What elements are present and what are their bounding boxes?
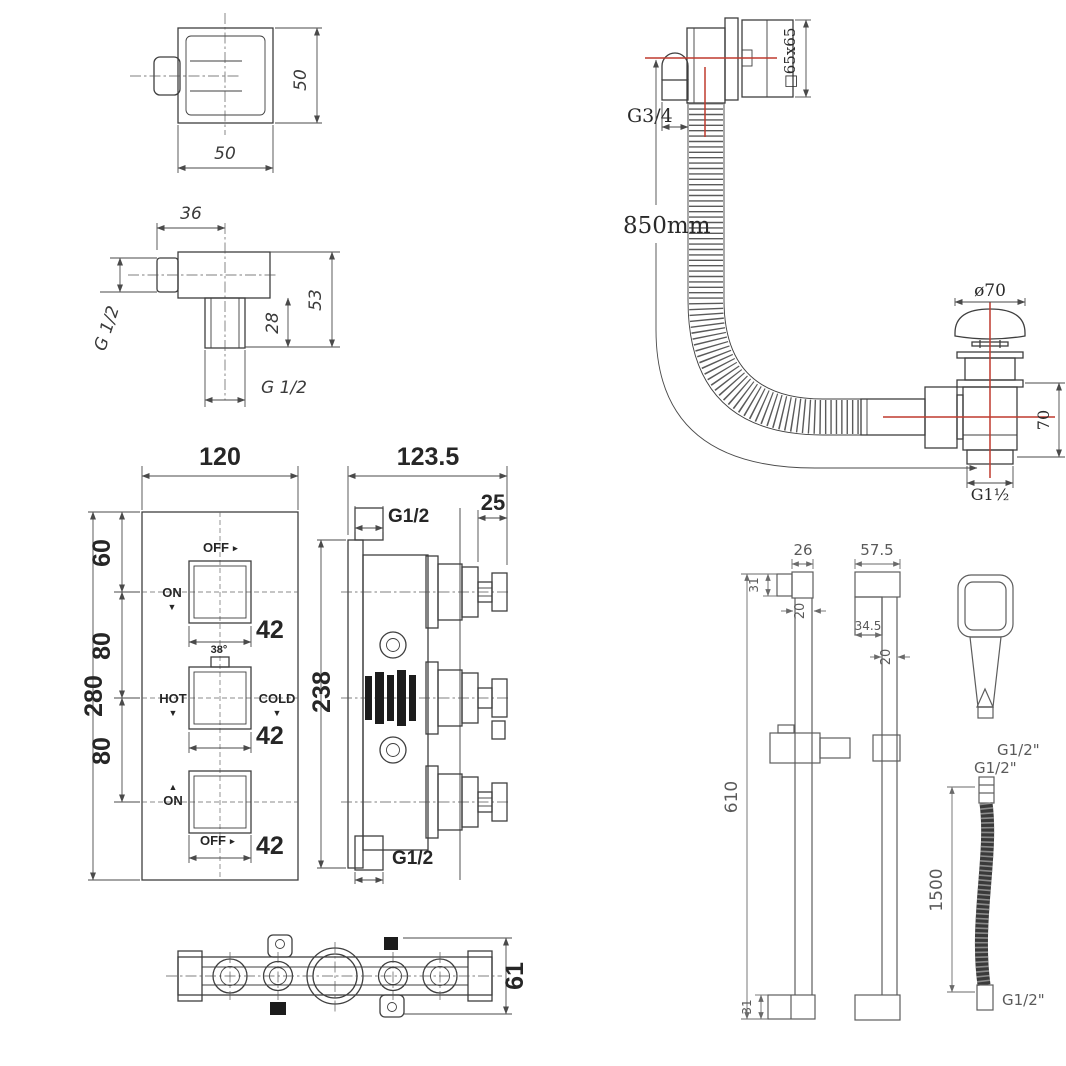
dim-elbow-height: 53	[306, 289, 326, 311]
dim-elbow-bottom-thread: G 1/2	[261, 378, 307, 398]
figure-valve-front: 120 280 60 80 80 OFF ▸ ON ▼	[80, 443, 299, 881]
elbow-body	[128, 223, 276, 400]
valve-side-body	[341, 507, 511, 880]
valve-front-dim-width: 120	[141, 443, 299, 510]
handle-top-off-arrow: ▸	[232, 543, 238, 553]
reference-crosshairs	[645, 57, 1055, 478]
dim-hose-top-thread: G1/2"	[974, 759, 1017, 777]
dim-handset-thread: G1/2"	[997, 741, 1040, 759]
valve-side-cartridge-bottom	[425, 765, 508, 839]
dim-rail-length: 610	[722, 781, 742, 813]
dim-manifold-height: 61	[501, 962, 529, 990]
overflow-body	[661, 17, 794, 104]
dim-valve-bottom-thread: G1/2	[392, 848, 433, 869]
dim-valve-spacing-1: 80	[88, 632, 116, 660]
dim-hose-bottom-thread: G1/2"	[1002, 991, 1045, 1009]
figure-valve-side: 123.5 G1/2 25 238 G1/2	[308, 443, 511, 884]
dim-elbow-spigot: 28	[263, 312, 283, 334]
dim-rail-foot-height: 31	[740, 999, 754, 1014]
figure-valve-back: 61	[166, 934, 529, 1018]
overflow-hose	[687, 103, 861, 436]
handle-bot-off-arrow: ▸	[229, 836, 235, 846]
handle-mid-hot-label: HOT	[159, 691, 187, 706]
figure-square-outlet: 50 50	[130, 13, 322, 173]
riser-rail	[767, 571, 851, 1020]
dim-overflow-hose-length: 850mm	[623, 213, 711, 239]
valve-front-plate	[141, 511, 299, 881]
dim-elbow-side-thread: G 1/2	[91, 304, 124, 354]
dim-rail-cap-width: 26	[793, 541, 812, 559]
dim-rail2-tube-dia: 20	[879, 649, 894, 666]
handle-top-on-label: ON	[162, 585, 182, 600]
dim-hose-length: 1500	[927, 868, 947, 911]
handle-mid-hot-arrow: ▼	[169, 708, 178, 718]
handle-top-off-label: OFF	[203, 540, 229, 555]
dim-outlet-width: 50	[214, 144, 236, 164]
dim-waste-height: 70	[1034, 410, 1053, 430]
dim-outlet-height: 50	[291, 69, 311, 91]
valve-front-dim-height: 280 60 80 80	[80, 511, 140, 881]
valve-side-cartridge-top	[425, 555, 508, 629]
figure-wall-elbow: 36 G 1/2 28 53 G 1/2	[91, 204, 340, 407]
handle-bot-off-label: OFF	[200, 833, 226, 848]
handle-bot-on-label: ON	[163, 793, 183, 808]
shower-hose: G1/2" G1/2" 1500	[927, 759, 1045, 1011]
second-rail-dimensions: 57.5 34.5 20	[854, 541, 910, 666]
square-outlet-body	[130, 13, 274, 135]
dim-handle-mid-size: 42	[256, 722, 284, 750]
dim-valve-spacing-2: 80	[88, 737, 116, 765]
second-rail	[854, 571, 901, 1021]
dim-handle-top-size: 42	[256, 616, 284, 644]
figure-bath-overflow-filler: □65x65 G3/4 850mm ø70 70 G1½	[623, 17, 1065, 504]
valve-side-cartridge-mid	[365, 661, 508, 740]
elbow-dimensions: 36 G 1/2 28 53 G 1/2	[91, 204, 340, 407]
valve-handle-bottom: ▲ ON OFF ▸ 42	[163, 770, 284, 863]
dim-waste-cap-dia: ø70	[974, 281, 1006, 301]
square-outlet-dimensions: 50 50	[177, 27, 322, 173]
manifold-dimension: 61	[403, 937, 529, 1015]
riser-rail-dimensions: 26 31 20 610 31	[722, 541, 826, 1020]
dim-handle-bot-size: 42	[256, 832, 284, 860]
overflow-dimensions: □65x65 G3/4 850mm ø70 70 G1½	[623, 19, 1065, 504]
handle-top-on-arrow: ▼	[168, 602, 177, 612]
dim-rail2-bracket: 34.5	[855, 619, 882, 633]
dim-valve-height: 280	[80, 675, 108, 717]
dim-waste-thread: G1½	[971, 485, 1009, 504]
dim-faceplate: □65x65	[781, 28, 799, 89]
valve-side-dimensions: 123.5 G1/2 25 238 G1/2	[308, 443, 508, 884]
handle-mid-temp-label: 38°	[211, 644, 228, 656]
dim-elbow-top: 36	[180, 204, 202, 224]
dim-valve-side-height: 238	[308, 671, 336, 713]
manifold-body	[166, 934, 502, 1018]
dim-valve-projection: 25	[481, 490, 505, 515]
figure-rail-kit: 26 31 20 610 31	[722, 541, 1045, 1021]
dim-rail2-cap-width: 57.5	[860, 541, 893, 559]
dim-valve-top-thread: G1/2	[388, 506, 429, 527]
dim-overflow-thread: G3/4	[627, 105, 673, 127]
dim-valve-width: 120	[199, 443, 241, 471]
dim-rail-wall-offset: 31	[747, 577, 761, 592]
dim-valve-side-width: 123.5	[397, 443, 460, 471]
handle-bot-on-arrow: ▲	[169, 782, 178, 792]
valve-handle-mid: 38° HOT ▼ COLD ▼ 42	[159, 644, 295, 753]
handle-mid-cold-label: COLD	[259, 691, 296, 706]
valve-handle-top: OFF ▸ ON ▼ 42	[162, 540, 284, 647]
handset: G1/2"	[957, 574, 1040, 759]
handle-mid-cold-arrow: ▼	[273, 708, 282, 718]
dim-rail-tube-dia: 20	[793, 603, 808, 620]
dim-valve-offset-top: 60	[88, 539, 116, 567]
